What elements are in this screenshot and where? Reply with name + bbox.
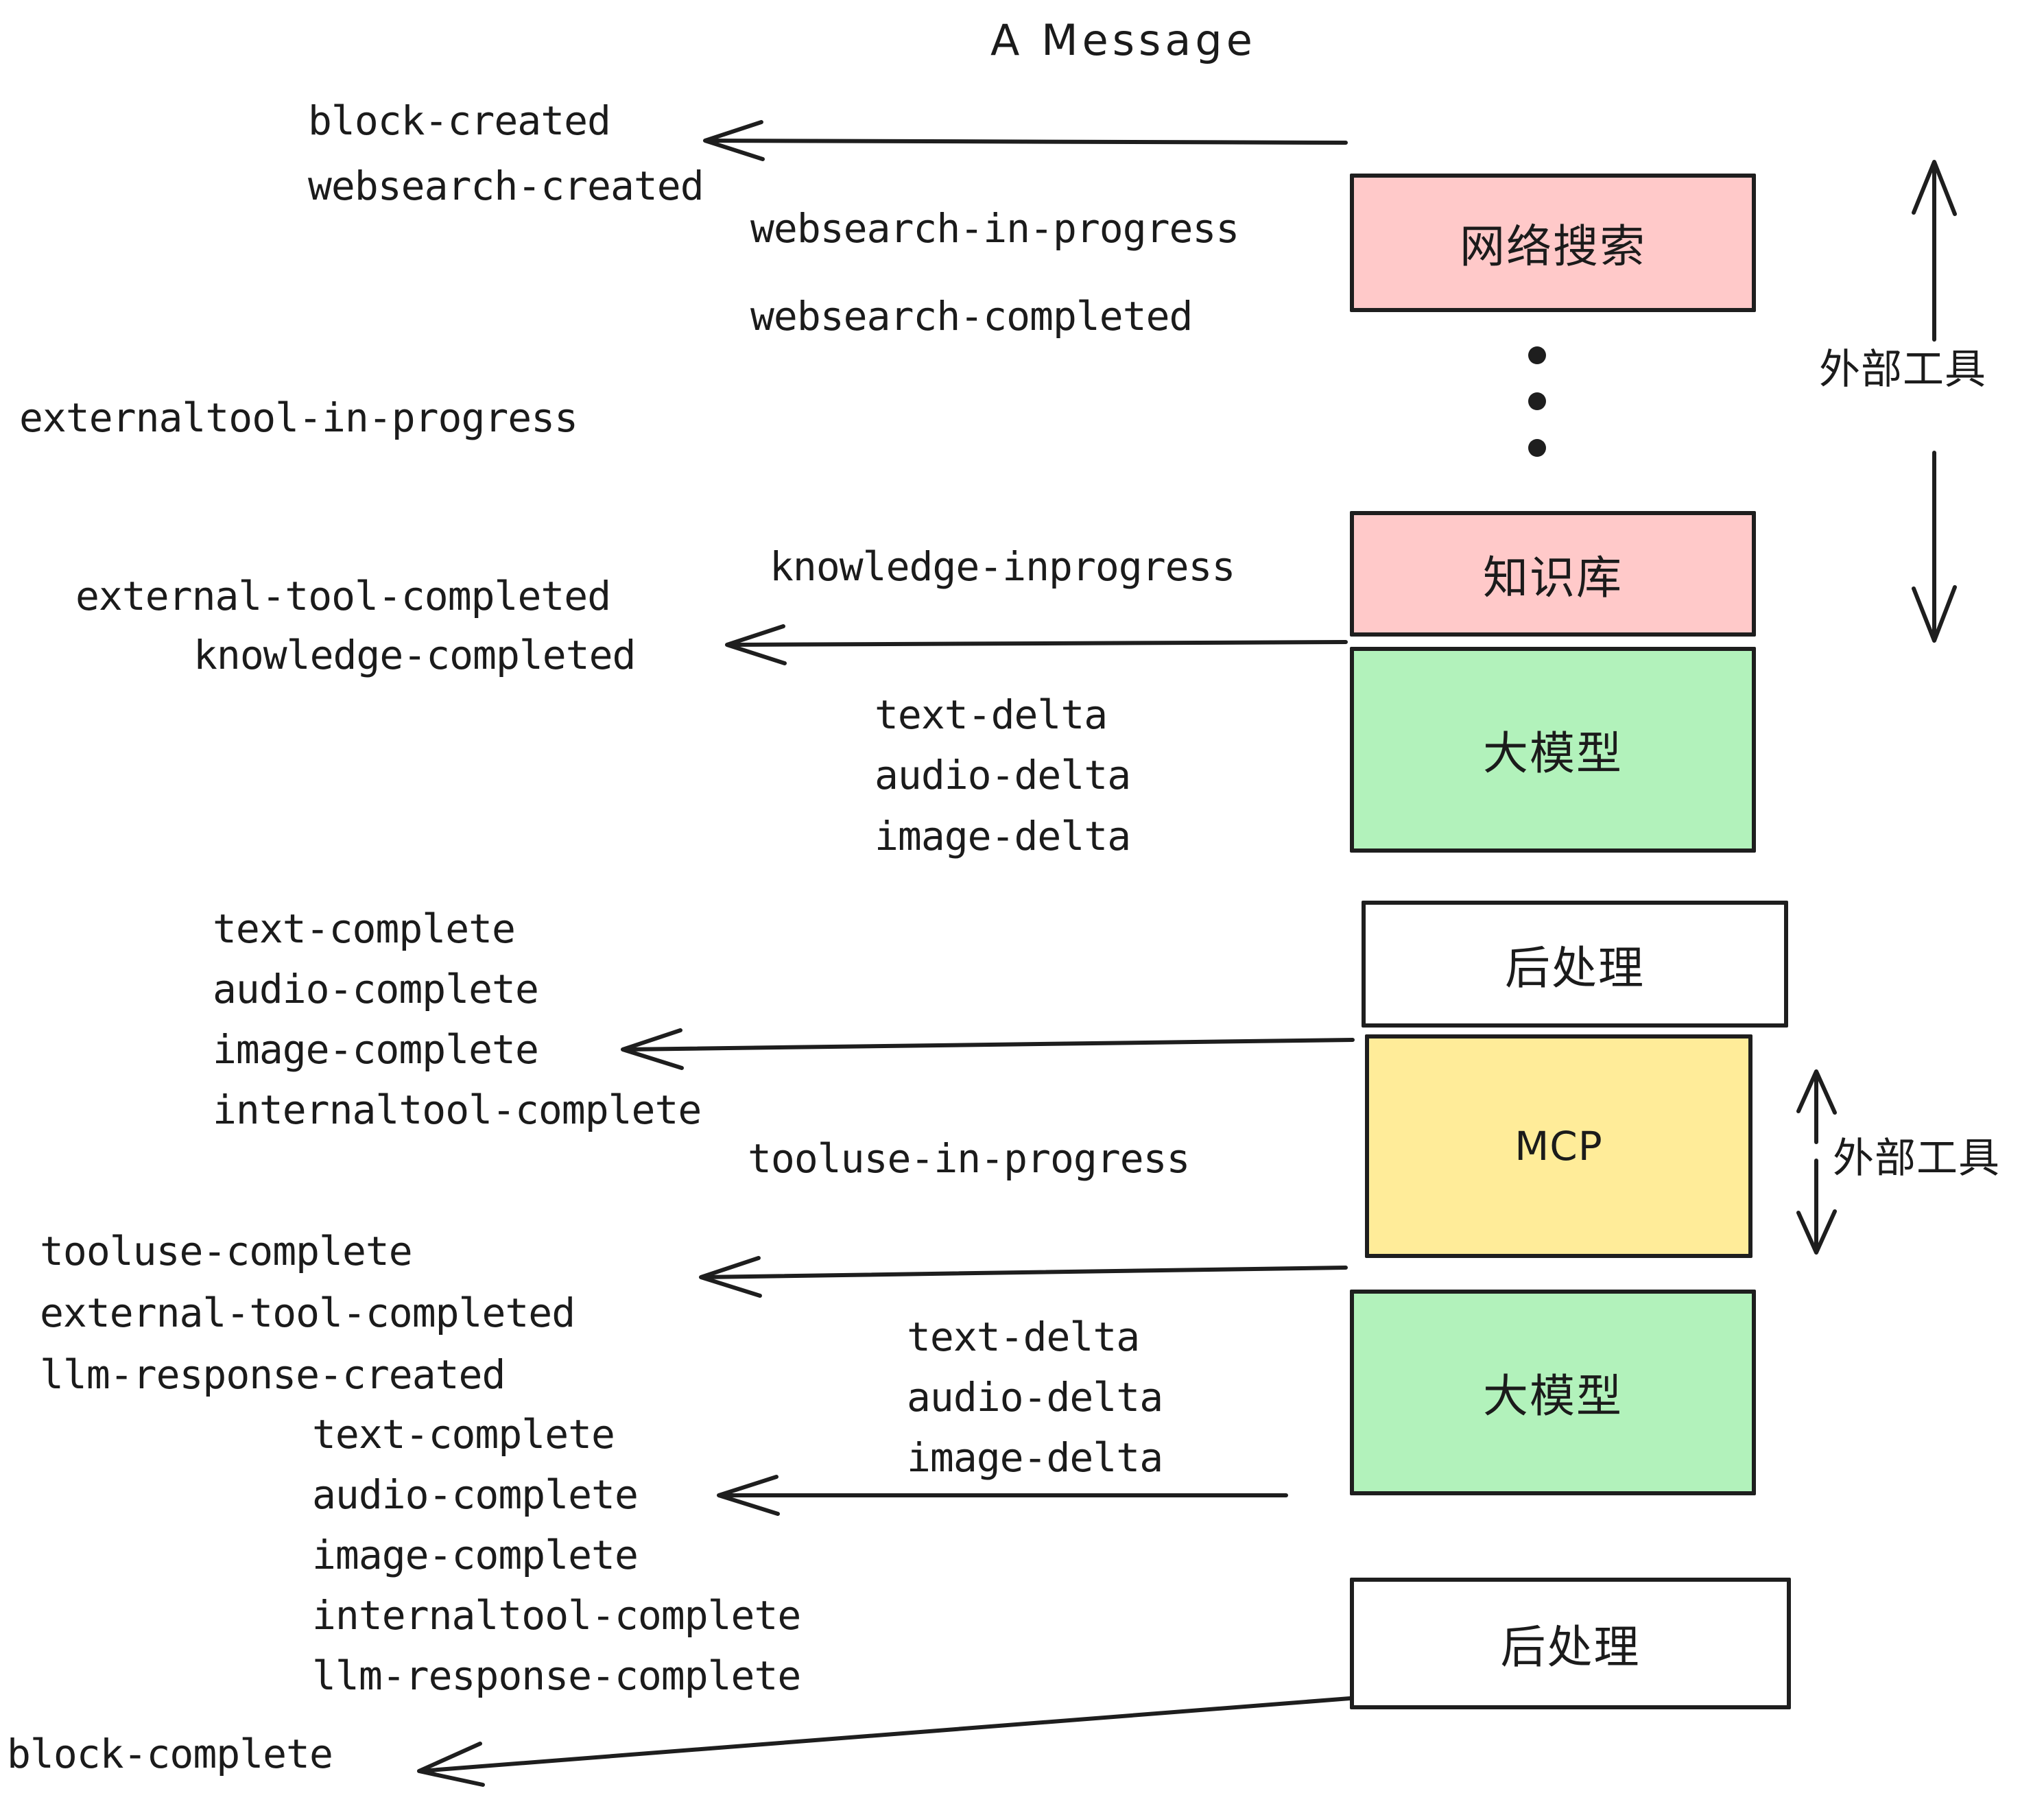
event-image-complete-1: image-complete: [213, 1026, 539, 1073]
event-externaltool-in-progress: externaltool-in-progress: [19, 394, 578, 441]
event-audio-delta-2: audio-delta: [907, 1374, 1163, 1421]
node-mcp[interactable]: MCP: [1365, 1034, 1752, 1258]
arrow-mcp-to-image-complete: [621, 1028, 1355, 1070]
node-websearch-label: 网络搜索: [1460, 220, 1646, 273]
node-postprocess-bottom[interactable]: 后处理: [1350, 1578, 1791, 1709]
event-knowledge-inprogress: knowledge-inprogress: [770, 543, 1235, 590]
ellipsis-dot-3: [1528, 439, 1546, 457]
event-tooluse-in-progress: tooluse-in-progress: [748, 1135, 1190, 1182]
diagram-title: A Message: [990, 15, 1257, 65]
event-block-complete: block-complete: [7, 1731, 333, 1777]
node-websearch[interactable]: 网络搜索: [1350, 174, 1756, 312]
arrow-postprocess-to-block-complete: [417, 1696, 1352, 1787]
node-llm-top-label: 大模型: [1483, 727, 1623, 780]
side-label-external-tools-bottom: 外部工具: [1833, 1135, 2000, 1183]
event-websearch-completed: websearch-completed: [750, 293, 1193, 340]
event-external-tool-completed-2: external-tool-completed: [40, 1290, 575, 1336]
event-text-delta-2: text-delta: [907, 1314, 1140, 1360]
node-llm-bottom[interactable]: 大模型: [1350, 1290, 1756, 1495]
node-llm-bottom-label: 大模型: [1483, 1370, 1623, 1423]
event-block-created: block-created: [308, 97, 611, 144]
ellipsis-dot-2: [1528, 392, 1546, 410]
event-audio-complete-2: audio-complete: [312, 1471, 639, 1518]
event-internaltool-complete-1: internaltool-complete: [213, 1087, 702, 1133]
event-llm-response-complete: llm-response-complete: [312, 1652, 801, 1699]
node-postprocess-bottom-label: 后处理: [1500, 1621, 1641, 1674]
event-audio-complete-1: audio-complete: [213, 966, 539, 1012]
event-external-tool-completed-1: external-tool-completed: [75, 573, 611, 619]
event-internaltool-complete-2: internaltool-complete: [312, 1592, 801, 1639]
event-audio-delta-1: audio-delta: [875, 752, 1131, 798]
event-websearch-in-progress: websearch-in-progress: [750, 205, 1239, 252]
side-label-external-tools-top: 外部工具: [1819, 346, 1986, 394]
event-websearch-created: websearch-created: [308, 163, 704, 209]
arrow-mcp-to-tooluse-complete: [699, 1256, 1348, 1298]
node-postprocess-top[interactable]: 后处理: [1362, 901, 1788, 1028]
node-mcp-label: MCP: [1514, 1123, 1603, 1170]
event-image-delta-2: image-delta: [907, 1434, 1163, 1481]
node-postprocess-top-label: 后处理: [1505, 941, 1645, 995]
event-knowledge-completed: knowledge-completed: [193, 632, 636, 678]
event-text-complete-1: text-complete: [213, 905, 516, 952]
node-llm-top[interactable]: 大模型: [1350, 647, 1756, 853]
event-text-delta-1: text-delta: [875, 691, 1108, 738]
event-image-delta-1: image-delta: [875, 813, 1131, 859]
arrow-knowledge-to-completed: [725, 624, 1348, 665]
node-knowledge[interactable]: 知识库: [1350, 511, 1756, 637]
ellipsis-dot-1: [1528, 346, 1546, 364]
arrow-websearch-to-created: [703, 120, 1348, 161]
event-image-complete-2: image-complete: [312, 1532, 639, 1578]
double-arrow-external-tools-bottom: [1796, 1069, 1837, 1255]
arrow-llm-bottom-to-audio-complete: [717, 1475, 1288, 1516]
double-arrow-external-tools-top: [1912, 160, 1957, 643]
event-text-complete-2: text-complete: [312, 1411, 615, 1458]
event-tooluse-complete: tooluse-complete: [40, 1228, 413, 1274]
event-llm-response-created: llm-response-created: [40, 1351, 506, 1398]
node-knowledge-label: 知识库: [1483, 551, 1623, 604]
